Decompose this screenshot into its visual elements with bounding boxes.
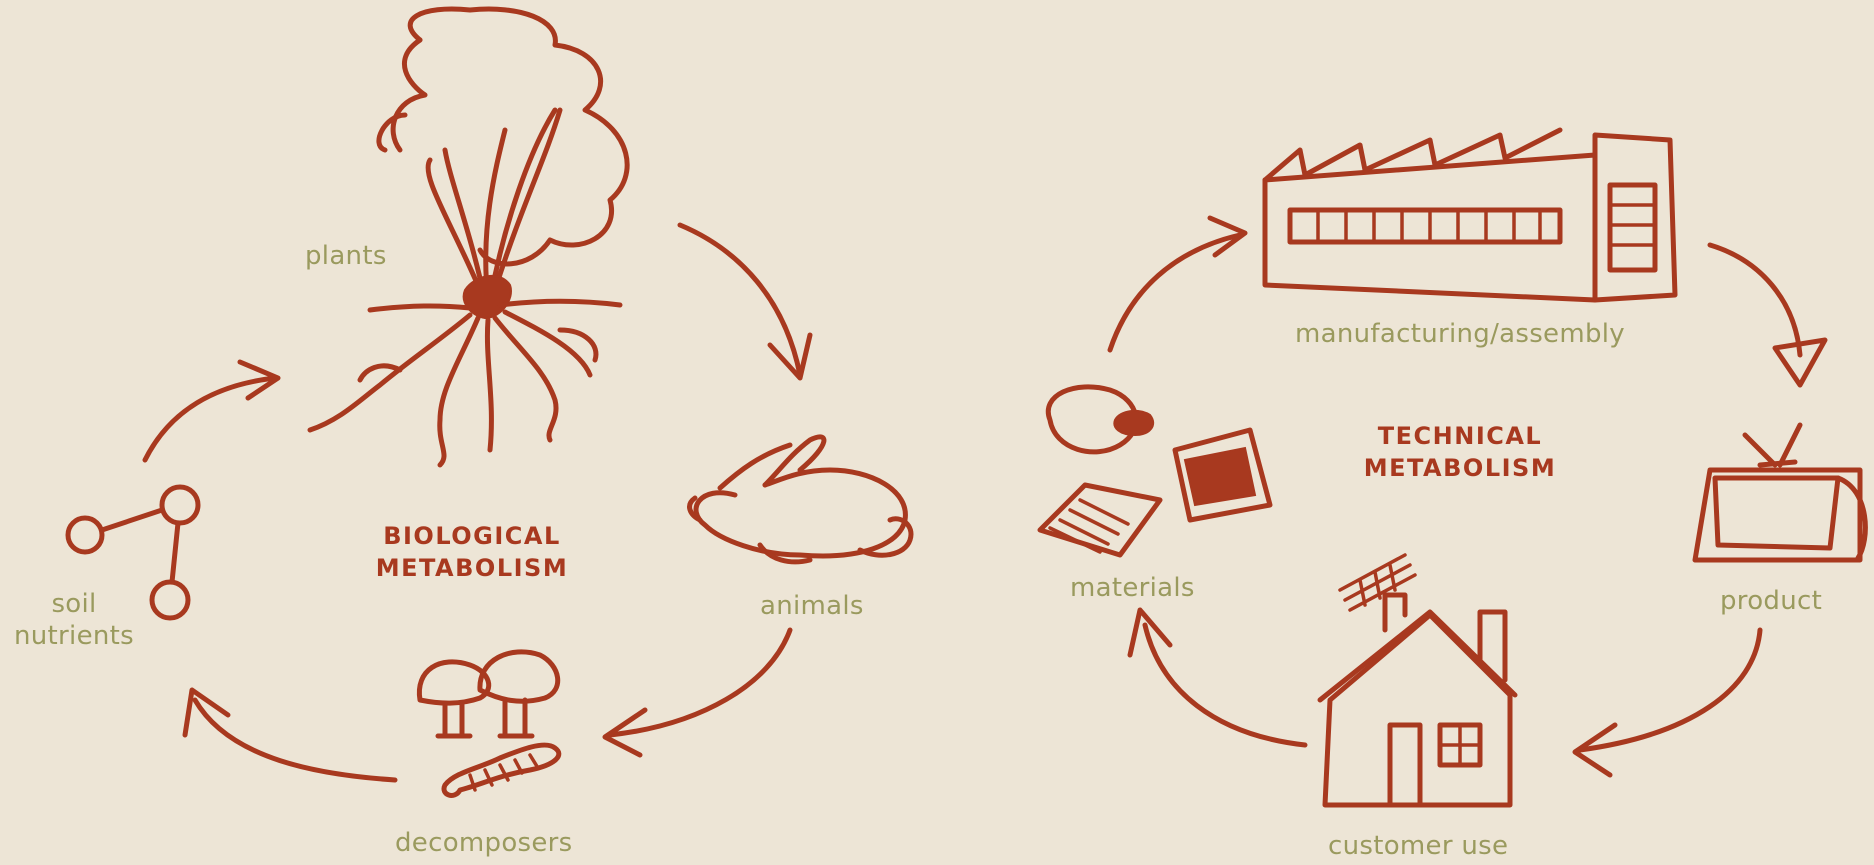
biological-title-line1: BIOLOGICAL — [383, 522, 561, 550]
node-label-materials: materials — [1070, 573, 1195, 603]
house-icon — [1317, 553, 1518, 808]
arrow-product-to-customer — [1577, 627, 1763, 753]
molecule-icon — [65, 484, 201, 621]
node-label-manufacturing: manufacturing/assembly — [1295, 319, 1625, 349]
node-label-decomposers: decomposers — [395, 828, 573, 858]
arrow-materials-to-manufacturing — [1107, 232, 1243, 353]
arrow-decomposers-to-soil — [192, 697, 398, 783]
worm-icon — [441, 742, 562, 798]
tree-icon — [307, 6, 630, 468]
soil-label-line2: nutrients — [14, 621, 134, 651]
node-label-product: product — [1720, 586, 1823, 616]
arrow-manufacturing-to-product — [1707, 242, 1803, 358]
tv-icon — [1692, 422, 1868, 563]
mushroom-icon — [416, 649, 561, 739]
arrow-customer-to-materials — [1142, 622, 1308, 748]
arrow-plants-to-animals — [677, 222, 803, 378]
arrow-animals-to-decomposers — [607, 627, 793, 738]
materials-icon — [1037, 384, 1273, 558]
rabbit-icon — [687, 434, 914, 565]
soil-label-line1: soil — [51, 589, 97, 619]
technical-metabolism-title: TECHNICAL METABOLISM — [1360, 420, 1560, 484]
technical-title-line2: METABOLISM — [1363, 454, 1557, 482]
node-label-animals: animals — [760, 591, 864, 621]
factory-icon — [1262, 127, 1678, 303]
biological-metabolism-title: BIOLOGICAL METABOLISM — [372, 520, 572, 584]
node-label-plants: plants — [305, 241, 387, 271]
technical-title-line1: TECHNICAL — [1377, 422, 1543, 450]
arrow-soil-to-plants — [142, 375, 278, 463]
node-label-soil-nutrients: soil nutrients — [14, 588, 134, 652]
node-label-customer-use: customer use — [1328, 831, 1509, 861]
biological-title-line2: METABOLISM — [375, 554, 569, 582]
